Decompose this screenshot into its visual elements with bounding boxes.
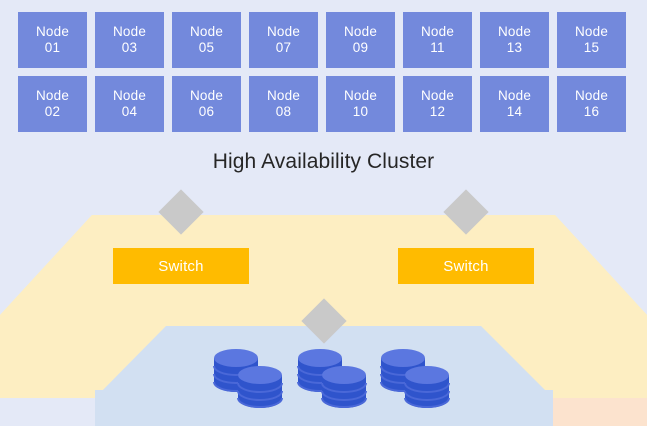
node-name: Node xyxy=(112,87,147,103)
node-id: 08 xyxy=(275,104,292,119)
node-name: Node xyxy=(189,23,224,39)
node-name: Node xyxy=(35,87,70,103)
node-id: 05 xyxy=(198,40,215,55)
node-box-02[interactable]: Node 02 xyxy=(18,76,87,132)
node-box-09[interactable]: Node 09 xyxy=(326,12,395,68)
disk-stack-front xyxy=(321,366,367,408)
disk-stack-icon xyxy=(213,349,283,408)
node-id: 10 xyxy=(352,104,369,119)
node-id: 06 xyxy=(198,104,215,119)
node-id: 15 xyxy=(583,40,600,55)
node-name: Node xyxy=(497,23,532,39)
node-name: Node xyxy=(266,23,301,39)
node-box-14[interactable]: Node 14 xyxy=(480,76,549,132)
cluster-title: High Availability Cluster xyxy=(212,150,435,173)
disk-stack-group-3 xyxy=(377,345,453,409)
node-name: Node xyxy=(266,87,301,103)
node-name: Node xyxy=(35,23,70,39)
node-box-06[interactable]: Node 06 xyxy=(172,76,241,132)
node-id: 11 xyxy=(430,40,445,55)
node-id: 13 xyxy=(506,40,523,55)
switch-box-left[interactable]: Switch xyxy=(113,248,249,284)
node-box-12[interactable]: Node 12 xyxy=(403,76,472,132)
disk-stack-icon xyxy=(297,349,367,408)
node-box-08[interactable]: Node 08 xyxy=(249,76,318,132)
node-name: Node xyxy=(112,23,147,39)
node-id: 16 xyxy=(583,104,600,119)
node-name: Node xyxy=(574,87,609,103)
node-grid: Node 01 Node 03 Node 05 Node 07 Node 09 … xyxy=(0,0,647,145)
node-id: 04 xyxy=(121,104,138,119)
node-box-11[interactable]: Node 11 xyxy=(403,12,472,68)
node-name: Node xyxy=(420,23,455,39)
node-box-05[interactable]: Node 05 xyxy=(172,12,241,68)
node-id: 09 xyxy=(352,40,369,55)
node-id: 12 xyxy=(429,104,446,119)
node-box-10[interactable]: Node 10 xyxy=(326,76,395,132)
node-id: 01 xyxy=(44,40,61,55)
disk-stack-front xyxy=(404,366,450,408)
node-box-16[interactable]: Node 16 xyxy=(557,76,626,132)
node-box-01[interactable]: Node 01 xyxy=(18,12,87,68)
node-id: 02 xyxy=(44,104,61,119)
disk-stack-group-2 xyxy=(294,345,370,409)
node-id: 07 xyxy=(275,40,292,55)
node-box-03[interactable]: Node 03 xyxy=(95,12,164,68)
node-name: Node xyxy=(343,87,378,103)
node-box-04[interactable]: Node 04 xyxy=(95,76,164,132)
node-name: Node xyxy=(189,87,224,103)
disk-stack-icon xyxy=(380,349,450,408)
node-name: Node xyxy=(343,23,378,39)
node-name: Node xyxy=(574,23,609,39)
node-box-15[interactable]: Node 15 xyxy=(557,12,626,68)
node-name: Node xyxy=(497,87,532,103)
node-box-07[interactable]: Node 07 xyxy=(249,12,318,68)
node-id: 14 xyxy=(506,104,523,119)
switch-label: Switch xyxy=(443,257,489,275)
node-id: 03 xyxy=(121,40,138,55)
node-name: Node xyxy=(420,87,455,103)
switch-box-right[interactable]: Switch xyxy=(398,248,534,284)
switch-label: Switch xyxy=(158,257,204,275)
disk-stack-front xyxy=(237,366,283,408)
node-box-13[interactable]: Node 13 xyxy=(480,12,549,68)
disk-stack-group-1 xyxy=(210,345,286,409)
